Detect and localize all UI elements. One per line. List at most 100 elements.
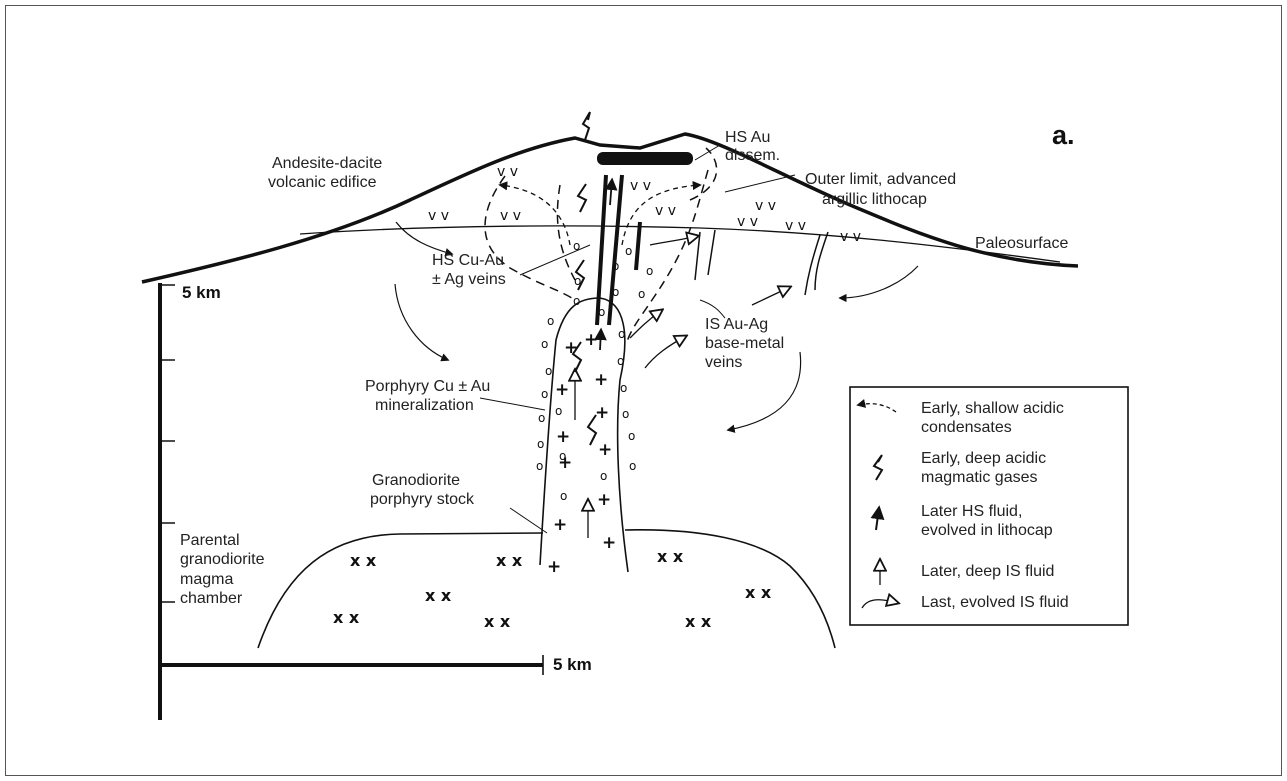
svg-text:o: o <box>598 305 605 319</box>
gas-squiggle-1 <box>583 112 590 140</box>
svg-text:o: o <box>574 274 581 288</box>
svg-text:o: o <box>618 327 625 341</box>
svg-text:x x: x x <box>333 608 360 627</box>
svg-text:o: o <box>638 287 645 301</box>
hs-feeder-veins <box>597 175 640 325</box>
label-granodiorite-2: porphyry stock <box>370 491 475 508</box>
label-edifice-2: volcanic edifice <box>268 174 377 191</box>
hs-au-body <box>597 152 693 165</box>
svg-text:v v: v v <box>500 208 521 224</box>
svg-text:+: + <box>556 427 570 447</box>
legend-item-3-line-2: evolved in lithocap <box>921 522 1053 539</box>
legend-item-4: Later, deep IS fluid <box>921 563 1054 580</box>
legend-item-3-line-1: Later HS fluid, <box>921 503 1022 520</box>
svg-text:v v: v v <box>840 229 861 245</box>
svg-text:o: o <box>536 459 543 473</box>
groundwater-arrow-2 <box>395 284 448 360</box>
svg-text:o: o <box>541 337 548 351</box>
hs-fluid-arrow-1 <box>610 180 612 205</box>
svg-text:v v: v v <box>737 214 758 230</box>
label-parental-1: Parental <box>180 532 240 549</box>
scale-bars <box>160 283 543 720</box>
legend-item-2-line-1: Early, deep acidic <box>921 450 1046 467</box>
label-granodiorite-1: Granodiorite <box>372 472 460 489</box>
svg-text:x x: x x <box>425 586 452 605</box>
legend-item-2-line-2: magmatic gases <box>921 469 1038 486</box>
is-fluid-arrow-4 <box>645 336 686 368</box>
label-hs-au-1: HS Au <box>725 129 770 146</box>
svg-text:+: + <box>547 557 561 577</box>
gas-squiggle-2 <box>578 184 586 212</box>
svg-text:x x: x x <box>745 583 772 602</box>
legend-item-1-line-2: condensates <box>921 419 1012 436</box>
panel-label: a. <box>1052 120 1075 150</box>
svg-text:o: o <box>628 429 635 443</box>
svg-text:o: o <box>538 411 545 425</box>
label-hs-au-2: dissem. <box>725 147 780 164</box>
svg-text:o: o <box>537 437 544 451</box>
label-paleosurface: Paleosurface <box>975 235 1068 252</box>
label-parental-3: magma <box>180 571 233 588</box>
svg-text:o: o <box>559 449 566 463</box>
svg-text:+: + <box>597 490 611 510</box>
svg-text:o: o <box>555 404 562 418</box>
is-fluid-arrow-5 <box>752 287 790 305</box>
svg-text:o: o <box>560 489 567 503</box>
svg-text:o: o <box>629 459 636 473</box>
label-is-au-ag-2: base-metal <box>705 335 784 352</box>
svg-text:x x: x x <box>496 551 523 570</box>
svg-text:+: + <box>602 533 616 553</box>
legend-item-5: Last, evolved IS fluid <box>921 594 1069 611</box>
paleosurface-line <box>300 226 1060 262</box>
legend-item-1-line-1: Early, shallow acidic <box>921 400 1064 417</box>
svg-text:v v: v v <box>785 218 806 234</box>
svg-text:v v: v v <box>755 198 776 214</box>
granodiorite-symbols: + + + + + + + + + + + + <box>547 330 616 577</box>
svg-text:x x: x x <box>657 547 684 566</box>
label-outer-limit-1: Outer limit, advanced <box>805 171 956 188</box>
volcanic-symbols: v v v v v v v v v v v v v v v v v v <box>428 164 861 245</box>
svg-text:o: o <box>600 469 607 483</box>
svg-text:o: o <box>541 387 548 401</box>
svg-text:+: + <box>555 380 569 400</box>
label-parental-4: chamber <box>180 590 243 607</box>
label-is-au-ag-1: IS Au-Ag <box>705 316 768 333</box>
svg-text:o: o <box>545 364 552 378</box>
svg-text:o: o <box>547 314 554 328</box>
svg-text:o: o <box>622 407 629 421</box>
svg-text:+: + <box>598 440 612 460</box>
svg-text:x x: x x <box>685 612 712 631</box>
label-is-au-ag-3: veins <box>705 354 742 371</box>
is-fluid-arrow-6 <box>650 236 698 245</box>
svg-text:o: o <box>646 264 653 278</box>
svg-text:v v: v v <box>428 208 449 224</box>
svg-text:o: o <box>625 244 632 258</box>
svg-text:o: o <box>612 285 619 299</box>
label-hs-cu-au-1: HS Cu-Au <box>432 252 504 269</box>
legend: Early, shallow acidic condensates Early,… <box>850 387 1128 625</box>
svg-text:o: o <box>573 294 580 308</box>
is-fluid-arrow-3 <box>630 310 662 338</box>
svg-text:x x: x x <box>350 551 377 570</box>
label-porphyry-cu-1: Porphyry Cu ± Au <box>365 378 490 395</box>
is-veins <box>695 230 828 295</box>
svg-text:v v: v v <box>655 203 676 219</box>
svg-text:+: + <box>595 403 609 423</box>
svg-text:o: o <box>620 381 627 395</box>
svg-text:v v: v v <box>497 164 518 180</box>
svg-text:+: + <box>553 515 567 535</box>
svg-text:+: + <box>594 370 608 390</box>
label-porphyry-cu-2: mineralization <box>375 397 474 414</box>
svg-text:v v: v v <box>630 178 651 194</box>
label-hs-cu-au-2: ± Ag veins <box>432 271 506 288</box>
vertical-scale-label: 5 km <box>182 283 221 302</box>
svg-text:o: o <box>617 354 624 368</box>
svg-text:+: + <box>564 338 578 358</box>
groundwater-arrow-3 <box>840 266 918 298</box>
label-parental-2: granodiorite <box>180 551 265 568</box>
label-edifice-1: Andesite-dacite <box>272 155 382 172</box>
hs-fluid-arrow-2 <box>600 330 601 350</box>
horizontal-scale-label: 5 km <box>553 655 592 674</box>
svg-text:x x: x x <box>484 612 511 631</box>
